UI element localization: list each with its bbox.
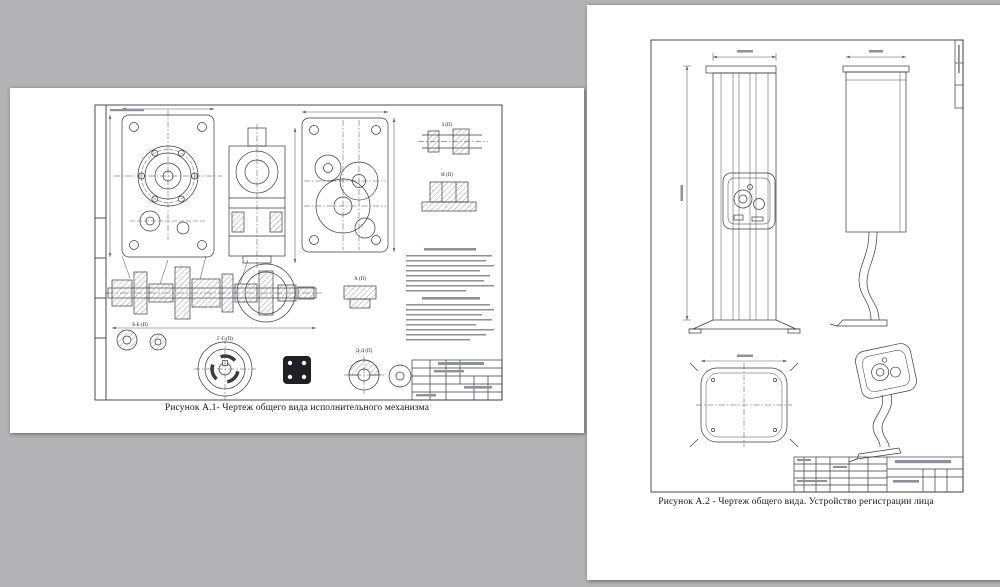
section-view-gg: Г-Г (П) [194, 337, 256, 400]
title-block-a1 [411, 359, 503, 401]
detail-view-z: З (П) [418, 123, 488, 155]
sheet-frame-a2 [650, 39, 964, 493]
view-device-iso [848, 343, 917, 463]
sheet-frame-a1 [94, 104, 503, 401]
section-view-dd: Д-Д (П) [344, 349, 412, 394]
view-reducer-side [228, 124, 297, 268]
device-front [722, 172, 776, 230]
technical-requirements-text [110, 109, 494, 341]
view-stand-side [829, 50, 910, 327]
view-label-bb: Б-Б (П) [132, 323, 148, 328]
view-label-x: Х (П) [354, 277, 366, 282]
view-label-i: И (П) [441, 173, 453, 178]
drawing-a2 [650, 39, 964, 493]
page-a2[interactable]: Рисунок А.2 - Чертеж общего вида. Устрой… [587, 5, 1000, 580]
page-a1[interactable]: З (П) И (П) [10, 88, 584, 433]
view-base-top [689, 354, 799, 448]
drawing-a1: З (П) И (П) [94, 104, 503, 401]
view-label-dd: Д-Д (П) [356, 349, 373, 354]
title-block-a2 [793, 456, 964, 493]
section-view-bb: Б-Б (П) [116, 323, 167, 351]
detail-view-x: Х (П) [343, 277, 377, 309]
view-stand-front [680, 50, 801, 334]
view-flange-plate [108, 107, 222, 258]
figure-a2-caption: Рисунок А.2 - Чертеж общего вида. Устрой… [658, 497, 934, 507]
detail-view-i: И (П) [421, 173, 477, 212]
view-label-z: З (П) [442, 123, 453, 128]
figure-a1-caption: Рисунок А.1- Чертеж общего вида исполнит… [164, 403, 430, 413]
detail-black-pad [283, 356, 311, 384]
view-assembly-section [106, 255, 322, 330]
view-gear-plate [301, 110, 396, 253]
